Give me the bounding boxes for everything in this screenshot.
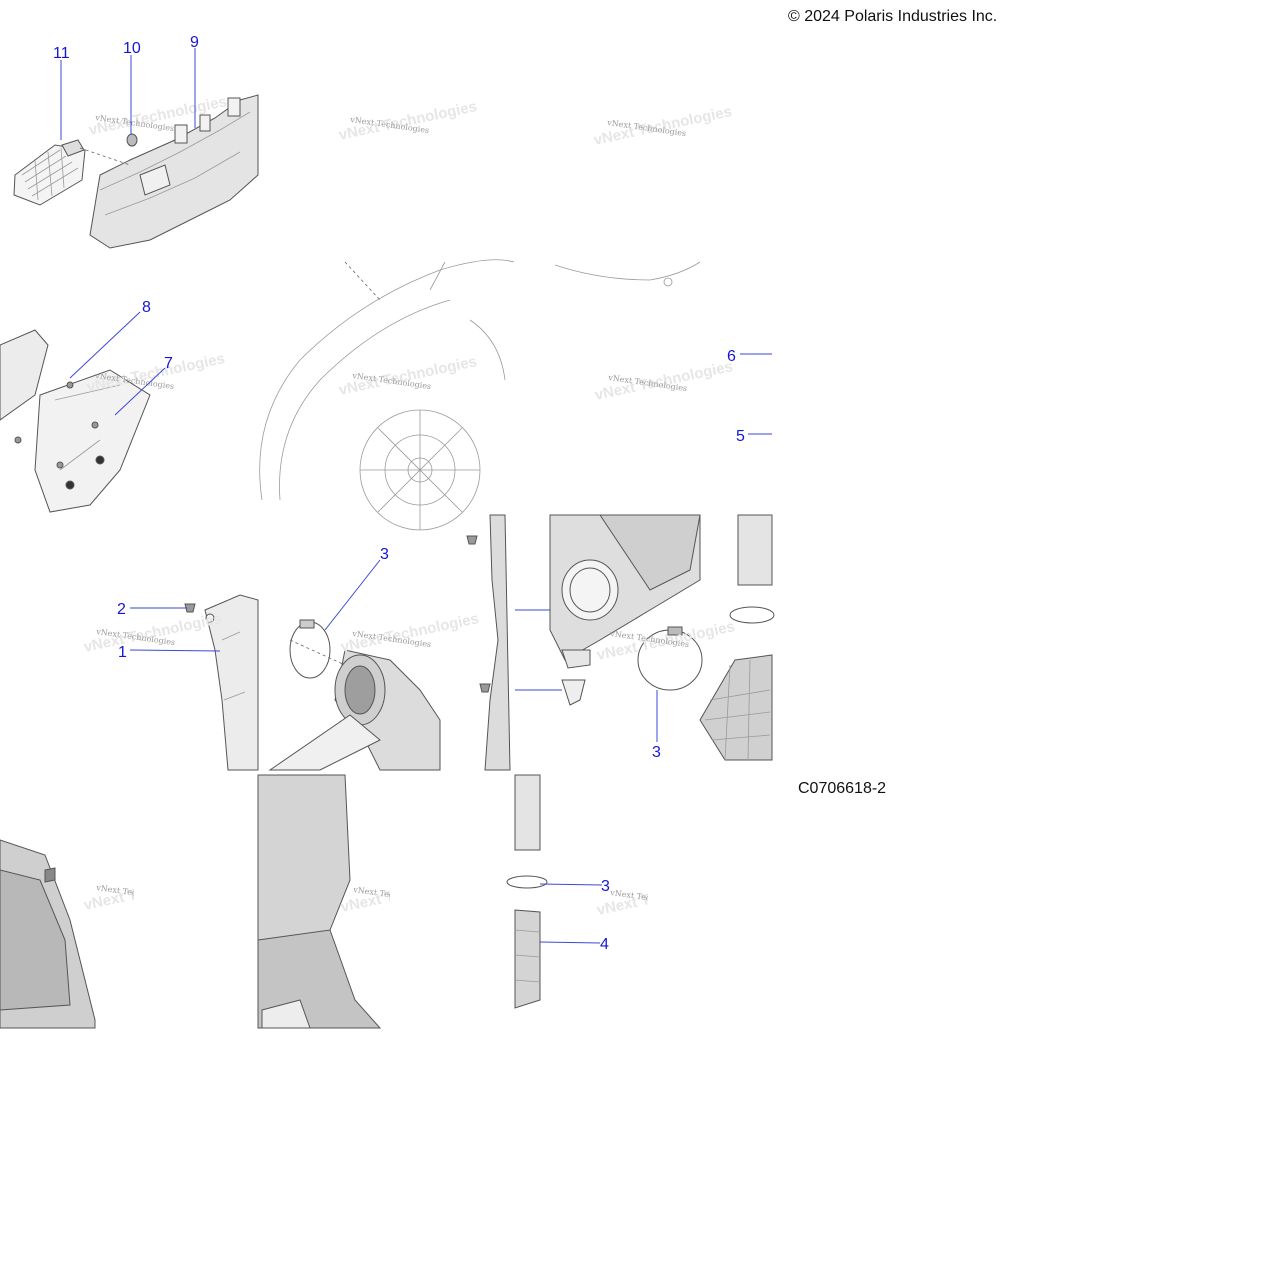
callout-9: 9	[190, 34, 199, 51]
air-box-drawing	[549, 514, 701, 706]
callout-1: 1	[118, 644, 127, 661]
watermark-group: vNext Technologies vNext Technologies	[82, 868, 134, 914]
leader-lines	[60, 48, 772, 944]
callout-7: 7	[164, 355, 173, 372]
callout-5: 5	[736, 428, 745, 445]
callout-labels: 11 10 9 8 7 6 5 3 2 1 3 3 4	[53, 34, 745, 953]
right-panel-edge-drawing	[466, 514, 511, 771]
watermark-group: vNext Technologies vNext Technologies	[339, 870, 390, 916]
callout-3: 3	[601, 878, 610, 895]
callout-2: 2	[117, 601, 126, 618]
intake-hose-drawing	[268, 649, 441, 771]
filter-lower-drawing	[506, 774, 548, 1009]
mounting-bracket-drawing	[0, 329, 151, 513]
diagram-code: C0706618-2	[798, 780, 887, 797]
air-intake-cover-drawing	[89, 94, 259, 249]
callout-3: 3	[380, 546, 389, 563]
filter-cage-drawing	[13, 139, 86, 206]
callout-4: 4	[600, 936, 609, 953]
callout-10: 10	[123, 40, 141, 57]
filter-element-drawing	[699, 514, 775, 761]
large-clamp-drawing	[637, 626, 703, 691]
callout-6: 6	[727, 348, 736, 365]
side-panel-drawing	[184, 594, 259, 771]
callout-3: 3	[652, 744, 661, 761]
callout-11: 11	[53, 45, 70, 62]
clutch-housing-drawing	[259, 259, 515, 531]
air-box-side-view-drawing	[0, 839, 96, 1029]
duct-drawing	[257, 774, 382, 1029]
copyright-text: © 2024 Polaris Industries Inc.	[788, 8, 998, 25]
callout-8: 8	[142, 299, 151, 316]
hose-clamp-drawing	[289, 619, 331, 679]
watermark-group: vNext Technologies vNext Technologies	[595, 873, 648, 919]
